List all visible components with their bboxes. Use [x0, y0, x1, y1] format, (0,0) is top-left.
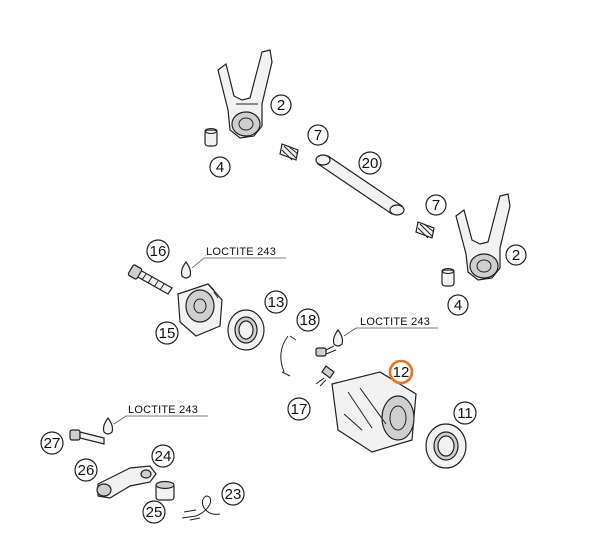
guide-pin-lower	[441, 268, 455, 287]
svg-text:13: 13	[268, 294, 285, 311]
svg-text:26: 26	[78, 462, 95, 479]
shift-drum	[331, 371, 417, 453]
loctite-drop-18	[332, 328, 344, 347]
svg-text:15: 15	[159, 325, 176, 342]
svg-text:11: 11	[457, 405, 473, 422]
spring-lower	[415, 221, 435, 239]
loctite-drop-27	[102, 416, 114, 435]
svg-text:18: 18	[300, 312, 317, 329]
loctite-label-middle: LOCTITE 243	[360, 316, 430, 328]
svg-text:25: 25	[146, 504, 163, 521]
bearing-13	[227, 309, 265, 351]
shift-fork-lower	[455, 193, 511, 281]
callout-7-lower: 7	[425, 194, 447, 216]
svg-text:7: 7	[432, 197, 440, 214]
svg-text:24: 24	[155, 448, 172, 465]
bearing-11	[425, 423, 467, 469]
svg-text:23: 23	[225, 486, 242, 503]
shift-lever	[96, 465, 157, 499]
callout-4-lower: 4	[447, 294, 469, 316]
callout-24: 24	[151, 444, 175, 468]
bushing-25	[155, 480, 175, 501]
svg-text:16: 16	[150, 243, 167, 260]
retainer-bracket	[280, 335, 297, 377]
svg-text:2: 2	[512, 247, 520, 264]
callout-20: 20	[358, 151, 382, 175]
callout-18: 18	[296, 308, 320, 332]
svg-text:7: 7	[314, 127, 322, 144]
callout-17: 17	[287, 397, 311, 421]
svg-text:2: 2	[277, 97, 285, 114]
callout-7-upper: 7	[307, 124, 329, 146]
loctite-label-upper: LOCTITE 243	[206, 246, 276, 258]
loctite-label-lower: LOCTITE 243	[128, 404, 198, 416]
svg-text:4: 4	[454, 297, 462, 314]
callout-2-lower: 2	[505, 244, 527, 266]
bolt-27	[69, 429, 105, 445]
callout-13: 13	[264, 290, 288, 314]
svg-text:27: 27	[44, 435, 61, 452]
callout-23: 23	[221, 482, 245, 506]
bolt-16	[127, 264, 173, 295]
svg-text:4: 4	[216, 159, 224, 176]
screw-17	[315, 365, 335, 387]
callout-15: 15	[155, 321, 179, 345]
spring-upper	[279, 143, 299, 161]
shift-drum-locator	[177, 283, 223, 337]
callout-2-upper: 2	[270, 94, 292, 116]
callout-16: 16	[146, 239, 170, 263]
loctite-drop-16	[180, 260, 192, 279]
shift-fork-upper	[217, 49, 273, 139]
return-spring	[181, 495, 221, 521]
screw-18	[315, 345, 337, 357]
callout-25: 25	[142, 500, 166, 524]
svg-text:17: 17	[291, 401, 308, 418]
svg-text:12: 12	[393, 364, 410, 381]
guide-pin-upper	[204, 128, 218, 147]
callout-26: 26	[74, 458, 98, 482]
callout-11: 11	[453, 401, 477, 425]
callout-27: 27	[40, 431, 64, 455]
callout-4-upper: 4	[209, 156, 231, 178]
svg-text:20: 20	[362, 155, 379, 172]
shift-rail-shaft	[315, 154, 405, 216]
callout-12-highlighted: 12	[388, 359, 414, 385]
